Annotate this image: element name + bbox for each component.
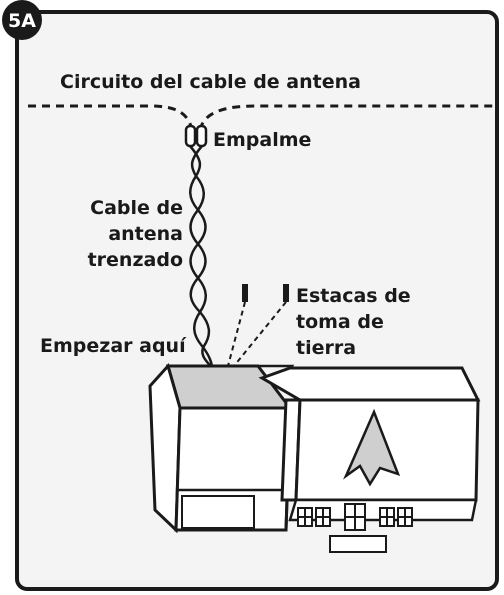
splice-connector xyxy=(184,124,208,148)
house-building xyxy=(258,366,481,553)
ground-stakes-label-line-1: Estacas de xyxy=(296,285,411,307)
twisted-cable-label-line-3: trenzado xyxy=(88,249,183,271)
ground-stakes-label-line-2: toma de xyxy=(296,311,384,333)
ground-wire-1 xyxy=(227,301,246,367)
circuit-label: Circuito del cable de antena xyxy=(60,71,361,93)
badge-circle xyxy=(2,0,42,40)
badge-label: 5A xyxy=(8,10,36,32)
ground-stake-2 xyxy=(283,284,289,302)
twisted-cable-label-line-2: antena xyxy=(108,223,183,245)
twisted-cable-label-line-1: Cable de xyxy=(90,197,183,219)
figure-badge: 5A xyxy=(2,0,42,40)
boundary-base-box xyxy=(148,362,295,534)
ground-stake-1 xyxy=(242,284,248,302)
ground-stakes-label-line-3: tierra xyxy=(296,337,356,359)
splice-label: Empalme xyxy=(213,129,311,151)
start-here-label: Empezar aquí xyxy=(40,335,187,357)
twisted-antenna-cable xyxy=(189,145,214,369)
ground-wire-2 xyxy=(233,301,287,367)
house-windows xyxy=(297,503,413,531)
house-front-arrow xyxy=(343,408,401,487)
